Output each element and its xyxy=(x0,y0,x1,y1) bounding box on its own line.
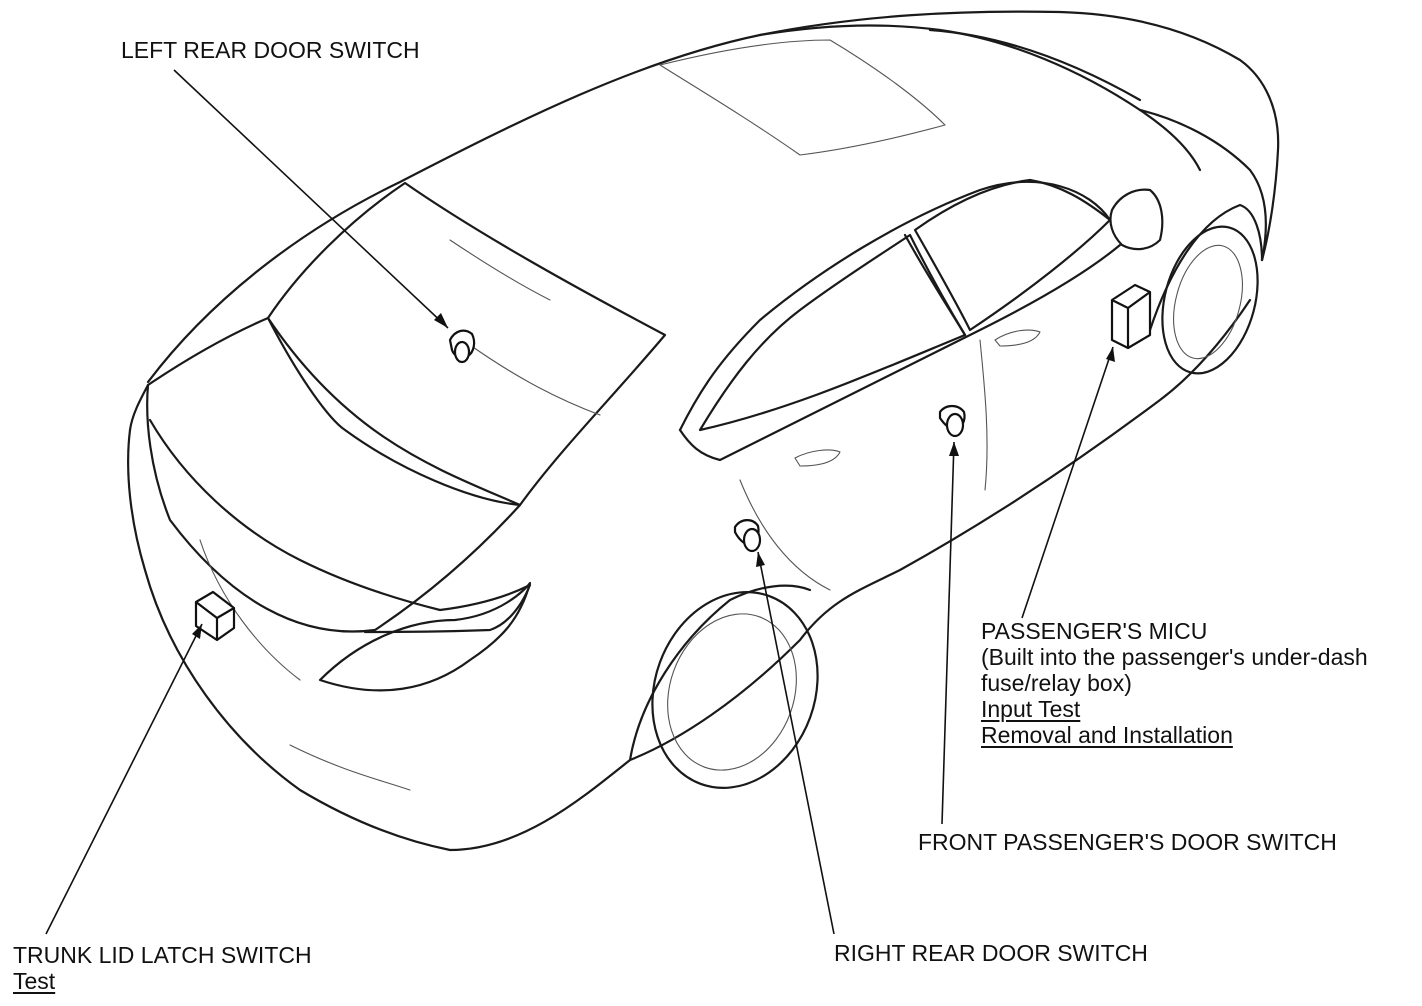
right-rear-door-switch-label: RIGHT REAR DOOR SWITCH xyxy=(834,940,1148,966)
passengers-micu-desc-line1: (Built into the passenger's under-dash xyxy=(981,644,1368,670)
front-passengers-door-switch-icon xyxy=(938,404,966,438)
front-passengers-door-switch-label: FRONT PASSENGER'S DOOR SWITCH xyxy=(918,829,1337,855)
right-rear-door-switch-icon xyxy=(733,519,762,553)
passengers-micu-box-icon xyxy=(1110,283,1152,350)
passengers-micu-desc-line2: fuse/relay box) xyxy=(981,670,1132,696)
left-rear-door-switch-label: LEFT REAR DOOR SWITCH xyxy=(121,37,420,63)
passengers-micu-removal-installation-link[interactable]: Removal and Installation xyxy=(981,722,1233,748)
passengers-micu-title: PASSENGER'S MICU xyxy=(981,618,1208,644)
trunk-lid-latch-switch-test-link[interactable]: Test xyxy=(13,968,56,994)
trunk-lid-latch-switch-title: TRUNK LID LATCH SWITCH xyxy=(13,942,312,968)
leader-lines xyxy=(45,69,1115,935)
left-rear-door-switch-icon xyxy=(448,329,476,364)
trunk-lid-latch-switch-icon xyxy=(194,590,236,642)
passengers-micu-input-test-link[interactable]: Input Test xyxy=(981,696,1081,722)
car-body-outline xyxy=(127,10,1280,852)
